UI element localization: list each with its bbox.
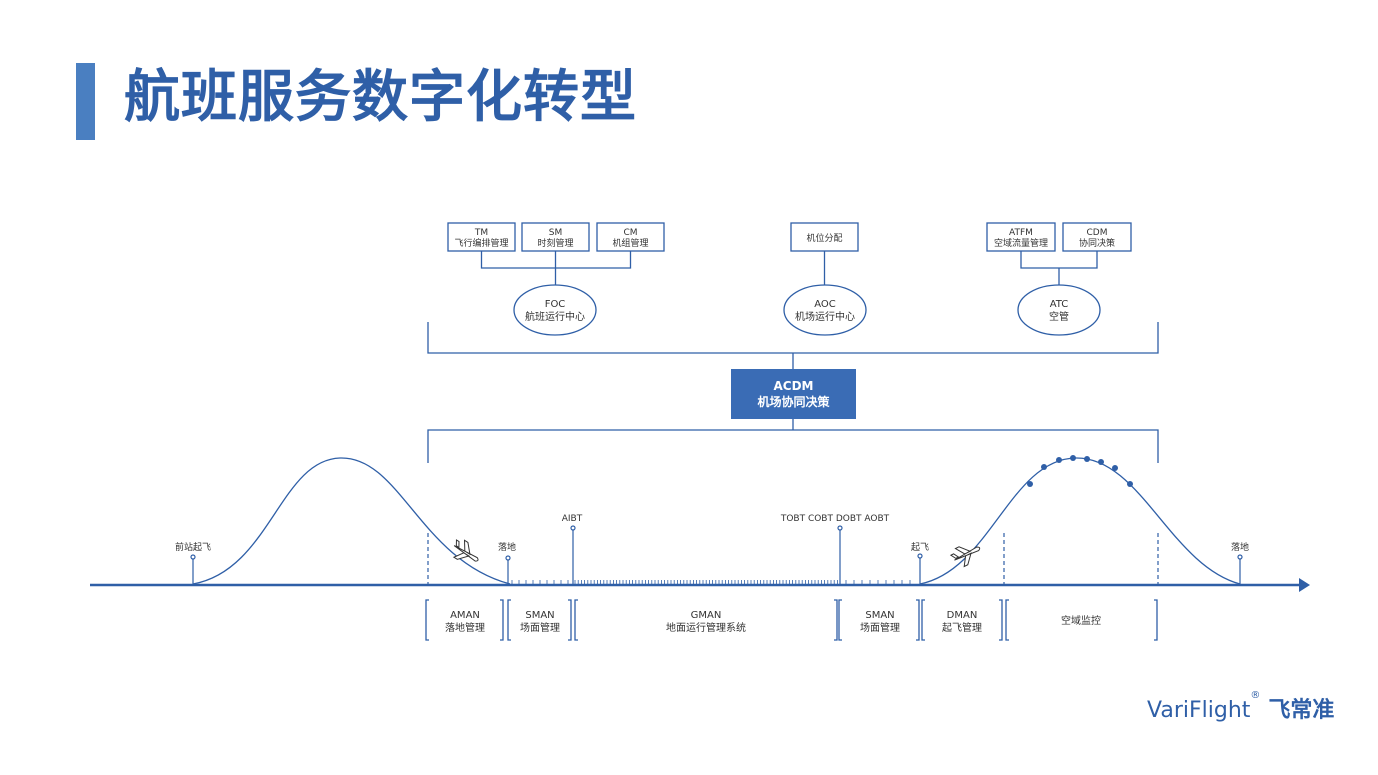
- event-tobt: TOBT COBT DOBT AOBT: [780, 514, 890, 524]
- top-box-cm-code: CM: [623, 228, 637, 238]
- ground-activity-ticks: [511, 580, 911, 584]
- top-box-cdm: CDM 协同决策: [1062, 222, 1132, 252]
- phase-sman1-code: SMAN: [525, 610, 554, 621]
- brand-registered-mark: ®: [1250, 690, 1261, 701]
- top-box-tm-label: 飞行编排管理: [454, 237, 508, 249]
- phase-dash-lines: [427, 533, 1159, 584]
- arrival-curve: [192, 457, 511, 585]
- event-markers: [190, 525, 1243, 584]
- acdm-label: 机场协同决策: [757, 394, 830, 409]
- center-foc: FOC 航班运行中心: [513, 284, 597, 336]
- page-title: 航班服务数字化转型: [124, 65, 637, 130]
- brand-name: VariFlight: [1147, 698, 1251, 723]
- top-box-gate: 机位分配: [790, 222, 859, 252]
- top-box-cdm-label: 协同决策: [1079, 237, 1115, 249]
- center-foc-label: 航班运行中心: [525, 310, 585, 323]
- top-box-cm-label: 机组管理: [612, 237, 648, 249]
- phase-sman1-label: 场面管理: [520, 621, 560, 634]
- event-takeoff: 起飞: [911, 542, 929, 553]
- phase-gman-code: GMAN: [691, 610, 722, 621]
- top-box-tm: TM 飞行编排管理: [447, 222, 516, 252]
- acdm-box: ACDM 机场协同决策: [731, 369, 856, 419]
- phase-dman-code: DMAN: [947, 610, 978, 621]
- center-atc-label: 空管: [1049, 310, 1069, 323]
- top-box-atfm-label: 空域流量管理: [994, 237, 1048, 249]
- title-accent-bar: [76, 63, 95, 140]
- center-aoc: AOC 机场运行中心: [783, 284, 867, 336]
- center-aoc-label: 机场运行中心: [795, 310, 855, 323]
- top-box-tm-code: TM: [474, 228, 488, 238]
- top-box-cdm-code: CDM: [1087, 228, 1108, 238]
- event-prev-takeoff: 前站起飞: [175, 541, 211, 553]
- top-box-sm-label: 时刻管理: [537, 237, 573, 249]
- acdm-code: ACDM: [774, 379, 814, 393]
- center-atc: ATC 空管: [1017, 284, 1101, 336]
- phase-airspace-label: 空域监控: [1061, 614, 1101, 627]
- center-atc-code: ATC: [1050, 299, 1069, 310]
- top-box-cm: CM 机组管理: [596, 222, 665, 252]
- takeoff-airplane-icon: [949, 546, 981, 568]
- phase-sman2-code: SMAN: [865, 610, 894, 621]
- phase-gman-label: 地面运行管理系统: [666, 621, 746, 634]
- landing-airplane-icon: [452, 539, 479, 562]
- phase-aman-code: AMAN: [450, 610, 480, 621]
- phase-sman2-label: 场面管理: [860, 621, 900, 634]
- event-aibt: AIBT: [562, 514, 583, 524]
- brand-logo: VariFlight® 飞常准: [1147, 690, 1335, 724]
- phase-brackets: [425, 599, 1158, 641]
- top-box-gate-label: 机位分配: [806, 232, 842, 244]
- center-foc-code: FOC: [545, 299, 566, 310]
- top-box-atfm-code: ATFM: [1009, 228, 1033, 238]
- center-aoc-code: AOC: [814, 299, 836, 310]
- event-landing: 落地: [498, 541, 516, 553]
- phase-aman-label: 落地管理: [445, 621, 485, 634]
- departure-monitor-dots: [1027, 455, 1133, 487]
- event-final-landing: 落地: [1231, 541, 1249, 553]
- timeline-arrow: [1299, 578, 1310, 592]
- top-box-sm: SM 时刻管理: [521, 222, 590, 252]
- top-box-sm-code: SM: [549, 228, 562, 238]
- phase-dman-label: 起飞管理: [942, 621, 982, 634]
- top-box-atfm: ATFM 空域流量管理: [986, 222, 1056, 252]
- brand-chinese-name: 飞常准: [1268, 698, 1335, 723]
